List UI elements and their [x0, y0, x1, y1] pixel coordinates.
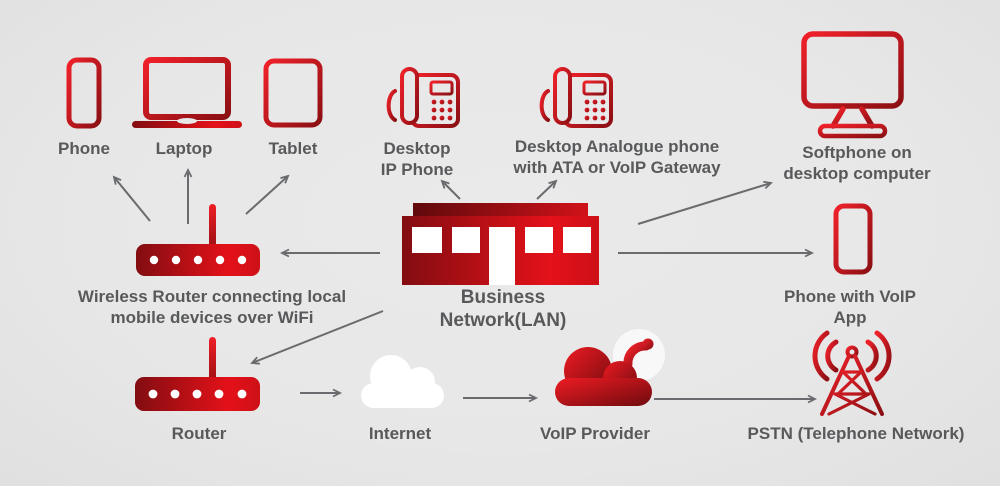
node-business-network [402, 203, 599, 285]
node-internet-label: Internet [368, 424, 432, 443]
node-laptop [131, 57, 243, 131]
node-pstn [802, 326, 902, 422]
node-tablet [263, 58, 323, 128]
node-router [135, 337, 260, 411]
arrow-wifi-to-phone [112, 175, 151, 222]
arrow-lan-to-router [250, 310, 384, 365]
node-desktop-ip-phone [382, 64, 462, 134]
cloud-phone-icon [555, 329, 665, 406]
node-phone-voip [833, 203, 873, 275]
radio-tower-icon [812, 330, 892, 418]
node-wireless-router-label: Wireless Router connecting local mobile … [77, 287, 347, 327]
node-voip-provider [548, 328, 670, 416]
laptop-icon [132, 57, 242, 128]
desk-phone-icon [386, 67, 460, 128]
office-building-icon [402, 203, 599, 285]
arrow-lan-to-ip-phone [440, 179, 461, 200]
node-business-network-label: Business Network(LAN) [439, 287, 567, 332]
node-wireless-router [136, 204, 260, 276]
node-desktop-ip-phone-label: Desktop IP Phone [380, 139, 454, 179]
node-phone [66, 57, 102, 129]
arrow-wifi-to-tablet [245, 174, 290, 215]
wireless-router-icon [136, 204, 260, 276]
router-icon [135, 337, 260, 411]
desktop-monitor-icon [801, 31, 904, 139]
node-analogue-phone [535, 64, 615, 134]
node-laptop-label: Laptop [155, 139, 213, 158]
node-phone-voip-label: Phone with VoIP App [784, 287, 916, 327]
node-pstn-label: PSTN (Telephone Network) [747, 424, 965, 443]
node-router-label: Router [171, 424, 227, 443]
node-tablet-label: Tablet [268, 139, 318, 158]
smartphone-icon [66, 57, 102, 129]
arrow-lan-to-analogue [536, 179, 558, 200]
node-softphone [800, 30, 905, 140]
smartphone-icon [833, 203, 873, 275]
cloud-icon [361, 355, 444, 408]
tablet-icon [263, 58, 323, 128]
node-analogue-phone-label: Desktop Analogue phone with ATA or VoIP … [513, 137, 721, 177]
arrow-lan-to-softphone [637, 180, 773, 225]
node-softphone-label: Softphone on desktop computer [783, 143, 931, 183]
desk-phone-icon [539, 67, 613, 128]
node-phone-label: Phone [58, 139, 110, 158]
node-internet [355, 350, 450, 412]
node-voip-provider-label: VoIP Provider [540, 424, 650, 443]
